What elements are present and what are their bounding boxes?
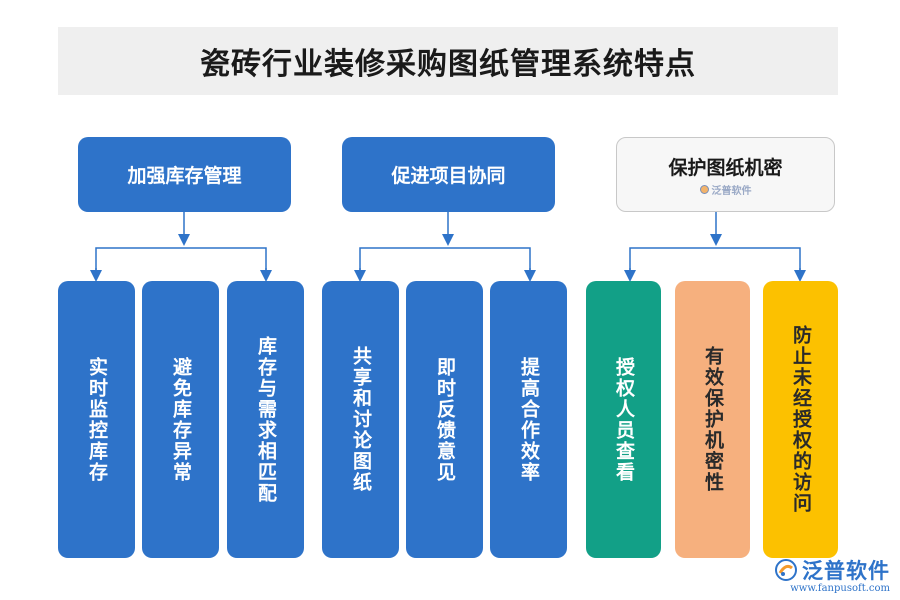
group-1-item-2: 避免库存异常 bbox=[142, 281, 219, 558]
group-1-item-3: 库存与需求相匹配 bbox=[227, 281, 304, 558]
group-3-item-3: 防止未经授权的访问 bbox=[763, 281, 838, 558]
group-2-item-2-text: 即时反馈意见 bbox=[434, 356, 456, 483]
brand-logo: 泛普软件 www.fanpusoft.com bbox=[775, 555, 890, 594]
brand-logo-url: www.fanpusoft.com bbox=[790, 583, 890, 594]
logo-icon bbox=[699, 184, 709, 194]
small-watermark-text: 泛普软件 bbox=[711, 185, 752, 197]
group-2-item-2: 即时反馈意见 bbox=[406, 281, 483, 558]
group-3-item-1-text: 授权人员查看 bbox=[613, 356, 635, 483]
connector-g3-branch bbox=[629, 247, 801, 278]
group-3-item-2: 有效保护机密性 bbox=[675, 281, 750, 558]
title-banner: 瓷砖行业装修采购图纸管理系统特点 bbox=[58, 27, 838, 95]
group-2-item-1: 共享和讨论图纸 bbox=[322, 281, 399, 558]
connector-g2-branch bbox=[359, 247, 531, 278]
group-1-item-2-text: 避免库存异常 bbox=[170, 356, 192, 483]
brand-logo-name: 泛普软件 bbox=[802, 559, 890, 583]
diagram-title: 瓷砖行业装修采购图纸管理系统特点 bbox=[200, 47, 696, 82]
group-1-item-1-text: 实时监控库存 bbox=[86, 356, 108, 483]
connector-g1-branch bbox=[95, 247, 267, 278]
group-2-item-1-text: 共享和讨论图纸 bbox=[350, 346, 372, 493]
group-1-item-3-text: 库存与需求相匹配 bbox=[255, 335, 277, 504]
group-2-heading-box: 促进项目协同 bbox=[342, 137, 555, 212]
small-watermark: 泛普软件 bbox=[699, 182, 752, 197]
group-3-item-1: 授权人员查看 bbox=[586, 281, 661, 558]
group-1-heading-box: 加强库存管理 bbox=[78, 137, 291, 212]
group-3-heading-box: 保护图纸机密 泛普软件 bbox=[616, 137, 835, 212]
group-3-item-3-text: 防止未经授权的访问 bbox=[790, 325, 812, 514]
brand-logo-icon bbox=[775, 559, 797, 581]
group-3-item-2-text: 有效保护机密性 bbox=[702, 346, 724, 493]
group-2-heading: 促进项目协同 bbox=[391, 165, 506, 187]
group-2-item-3-text: 提高合作效率 bbox=[518, 356, 540, 483]
group-3-heading: 保护图纸机密 bbox=[668, 156, 783, 179]
group-1-heading: 加强库存管理 bbox=[127, 165, 242, 187]
group-2-item-3: 提高合作效率 bbox=[490, 281, 567, 558]
group-1-item-1: 实时监控库存 bbox=[58, 281, 135, 558]
